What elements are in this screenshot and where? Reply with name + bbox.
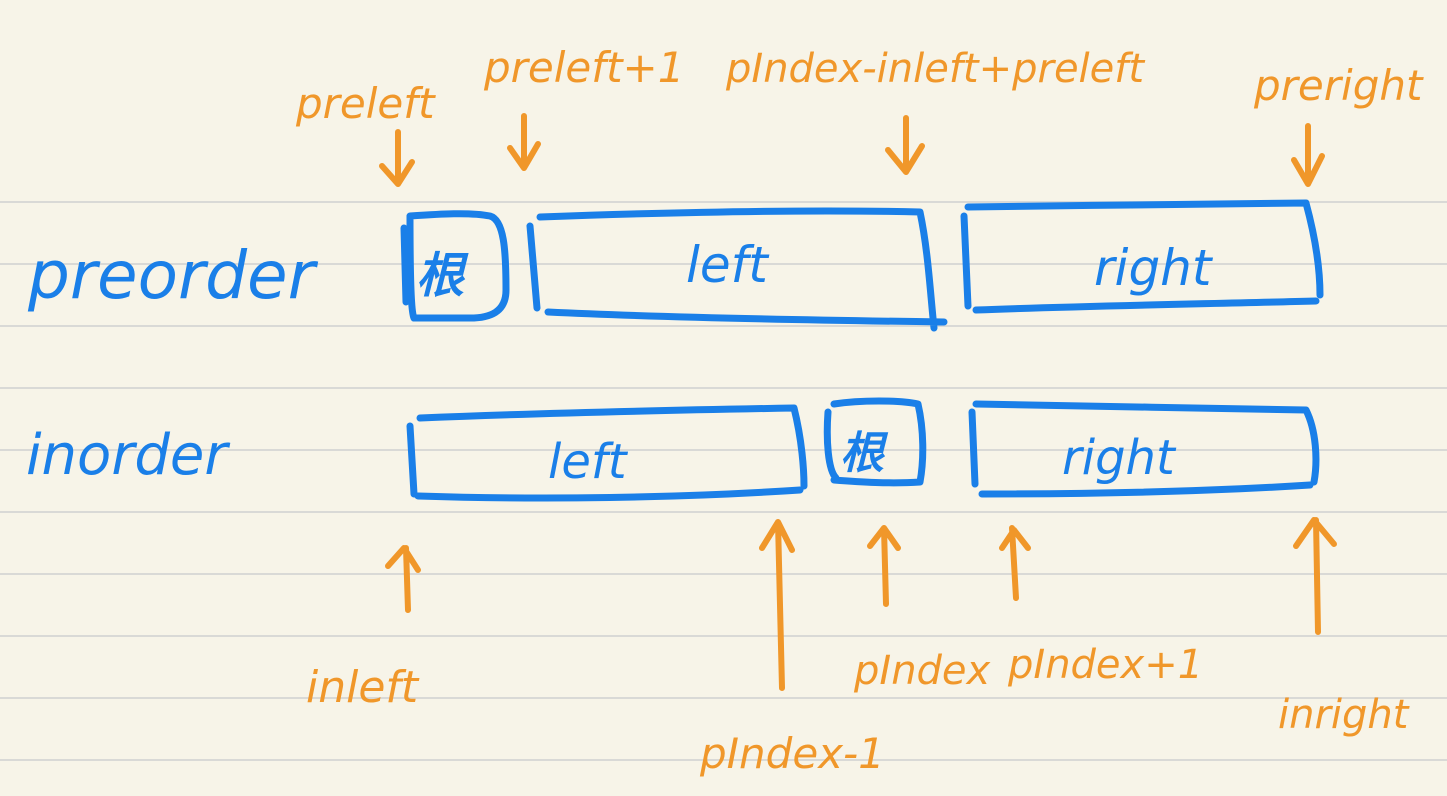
preleft-arrow-icon (379, 129, 415, 187)
inorder-label: inorder (26, 423, 230, 488)
preorder-root-label: 根 (416, 248, 469, 304)
preorder-row (400, 199, 1324, 332)
preright-pointer-label: preright (1253, 61, 1424, 110)
inright-arrow-icon (1293, 517, 1337, 635)
pindex-minus-1-pointer-label: pIndex-1 (699, 729, 885, 778)
pindex-pointer-label: pIndex (853, 648, 991, 694)
ruled-line (0, 263, 1447, 265)
preleft-pointer-label: preleft (295, 79, 436, 128)
pindex-expr-arrow-icon (885, 115, 925, 175)
pindex-expr-pointer-label: pIndex-inleft+preleft (725, 46, 1145, 92)
pindex-plus-1-arrow-icon (999, 525, 1031, 601)
inleft-pointer-label: inleft (306, 662, 420, 713)
pindex-plus-1-pointer-label: pIndex+1 (1007, 642, 1203, 688)
preleft-plus-1-pointer-label: preleft+1 (483, 43, 684, 92)
inorder-root-box (823, 397, 927, 487)
preorder-root-box (400, 210, 510, 322)
ruled-line (0, 387, 1447, 389)
ruled-line (0, 697, 1447, 699)
preorder-label: preorder (27, 237, 319, 314)
ruled-line (0, 201, 1447, 203)
preorder-left-box (526, 207, 948, 332)
ruled-line (0, 449, 1447, 451)
preleft-plus-1-arrow-icon (507, 113, 541, 171)
preorder-right-label: right (1094, 239, 1214, 297)
pindex-arrow-icon (867, 525, 901, 607)
ruled-line (0, 635, 1447, 637)
ruled-line (0, 325, 1447, 327)
inorder-row (406, 397, 1320, 502)
pindex-minus-1-arrow-icon (759, 519, 795, 691)
inorder-left-label: left (548, 434, 629, 490)
inright-pointer-label: inright (1278, 692, 1410, 738)
preright-arrow-icon (1291, 123, 1325, 187)
ruled-line (0, 511, 1447, 513)
inorder-right-box (968, 400, 1320, 498)
preorder-left-label: left (686, 236, 770, 294)
ruled-line (0, 759, 1447, 761)
ruled-line (0, 573, 1447, 575)
inorder-root-label: 根 (840, 428, 889, 479)
inorder-right-label: right (1062, 430, 1177, 486)
inleft-arrow-icon (385, 545, 421, 613)
preorder-right-box (960, 199, 1324, 314)
inorder-left-box (406, 404, 808, 502)
